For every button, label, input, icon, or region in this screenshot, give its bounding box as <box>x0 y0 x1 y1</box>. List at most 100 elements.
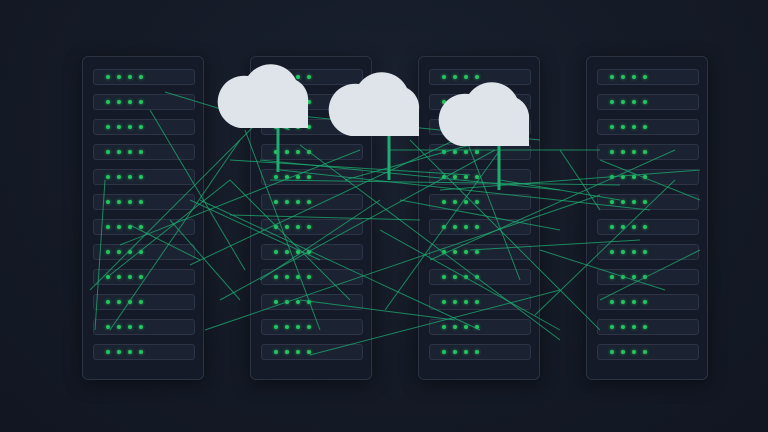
status-led-icon <box>464 350 468 354</box>
server-unit <box>597 294 699 310</box>
status-led-icon <box>453 275 457 279</box>
server-unit <box>429 194 531 210</box>
status-led-icon <box>117 150 121 154</box>
status-led-icon <box>621 125 625 129</box>
status-led-icon <box>274 275 278 279</box>
status-led-icon <box>307 300 311 304</box>
status-led-icon <box>274 100 278 104</box>
status-led-icon <box>274 175 278 179</box>
status-led-icon <box>453 100 457 104</box>
status-led-icon <box>139 350 143 354</box>
status-led-icon <box>464 150 468 154</box>
status-led-icon <box>106 100 110 104</box>
status-led-icon <box>274 250 278 254</box>
status-led-icon <box>632 100 636 104</box>
server-unit <box>597 69 699 85</box>
server-unit <box>597 194 699 210</box>
status-led-icon <box>475 150 479 154</box>
status-led-icon <box>621 300 625 304</box>
server-unit <box>597 94 699 110</box>
status-led-icon <box>296 125 300 129</box>
status-led-icon <box>643 275 647 279</box>
status-led-icon <box>632 200 636 204</box>
status-led-icon <box>464 175 468 179</box>
status-led-icon <box>285 175 289 179</box>
status-led-icon <box>274 75 278 79</box>
status-led-icon <box>296 250 300 254</box>
status-led-icon <box>117 175 121 179</box>
status-led-icon <box>464 225 468 229</box>
status-led-icon <box>610 200 614 204</box>
status-led-icon <box>643 225 647 229</box>
status-led-icon <box>475 350 479 354</box>
status-led-icon <box>632 225 636 229</box>
status-led-icon <box>139 175 143 179</box>
server-unit <box>429 169 531 185</box>
status-led-icon <box>643 200 647 204</box>
server-unit <box>261 219 363 235</box>
status-led-icon <box>274 325 278 329</box>
status-led-icon <box>475 225 479 229</box>
status-led-icon <box>621 175 625 179</box>
status-led-icon <box>610 175 614 179</box>
status-led-icon <box>285 325 289 329</box>
status-led-icon <box>117 325 121 329</box>
status-led-icon <box>139 300 143 304</box>
status-led-icon <box>128 250 132 254</box>
status-led-icon <box>453 225 457 229</box>
status-led-icon <box>453 350 457 354</box>
server-unit <box>93 294 195 310</box>
status-led-icon <box>307 100 311 104</box>
server-rack-1 <box>82 56 204 380</box>
status-led-icon <box>643 75 647 79</box>
status-led-icon <box>274 200 278 204</box>
status-led-icon <box>442 225 446 229</box>
status-led-icon <box>643 350 647 354</box>
server-unit <box>597 244 699 260</box>
server-unit <box>261 194 363 210</box>
status-led-icon <box>106 175 110 179</box>
status-led-icon <box>307 250 311 254</box>
status-led-icon <box>307 325 311 329</box>
server-unit <box>261 119 363 135</box>
server-unit <box>597 119 699 135</box>
status-led-icon <box>307 225 311 229</box>
status-led-icon <box>285 350 289 354</box>
status-led-icon <box>307 125 311 129</box>
status-led-icon <box>285 275 289 279</box>
status-led-icon <box>296 75 300 79</box>
status-led-icon <box>643 100 647 104</box>
status-led-icon <box>475 325 479 329</box>
server-unit <box>93 194 195 210</box>
status-led-icon <box>442 100 446 104</box>
status-led-icon <box>632 75 636 79</box>
server-unit <box>429 119 531 135</box>
status-led-icon <box>296 200 300 204</box>
status-led-icon <box>464 300 468 304</box>
status-led-icon <box>106 350 110 354</box>
status-led-icon <box>117 200 121 204</box>
server-unit <box>261 144 363 160</box>
status-led-icon <box>128 350 132 354</box>
status-led-icon <box>106 200 110 204</box>
status-led-icon <box>475 300 479 304</box>
status-led-icon <box>139 100 143 104</box>
status-led-icon <box>296 225 300 229</box>
status-led-icon <box>453 250 457 254</box>
status-led-icon <box>296 175 300 179</box>
status-led-icon <box>442 175 446 179</box>
status-led-icon <box>610 350 614 354</box>
status-led-icon <box>117 350 121 354</box>
status-led-icon <box>621 250 625 254</box>
status-led-icon <box>285 250 289 254</box>
status-led-icon <box>643 150 647 154</box>
status-led-icon <box>139 275 143 279</box>
status-led-icon <box>285 225 289 229</box>
status-led-icon <box>106 225 110 229</box>
server-rack-2 <box>250 56 372 380</box>
status-led-icon <box>128 325 132 329</box>
status-led-icon <box>128 75 132 79</box>
status-led-icon <box>139 150 143 154</box>
server-unit <box>429 69 531 85</box>
status-led-icon <box>475 125 479 129</box>
